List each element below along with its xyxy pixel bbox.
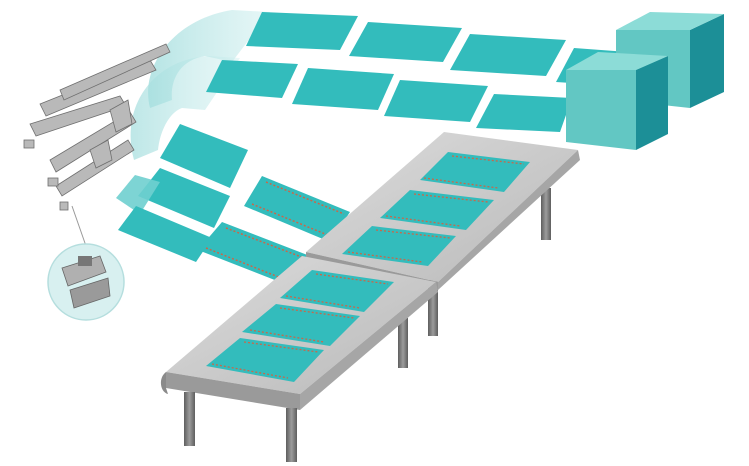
feed-unit-front xyxy=(566,52,668,150)
sheet-upper-2 xyxy=(349,22,462,62)
sheet-lower-1 xyxy=(206,60,298,98)
sheet-lower-3 xyxy=(384,80,488,122)
table-front-rear-legs xyxy=(398,318,408,368)
sheet-lower-2 xyxy=(292,68,394,110)
sheet-upper-1 xyxy=(246,12,358,50)
sheet-upper-3 xyxy=(450,34,566,76)
sheet-lower-4 xyxy=(476,94,572,132)
robot-detail-inset xyxy=(48,206,124,320)
